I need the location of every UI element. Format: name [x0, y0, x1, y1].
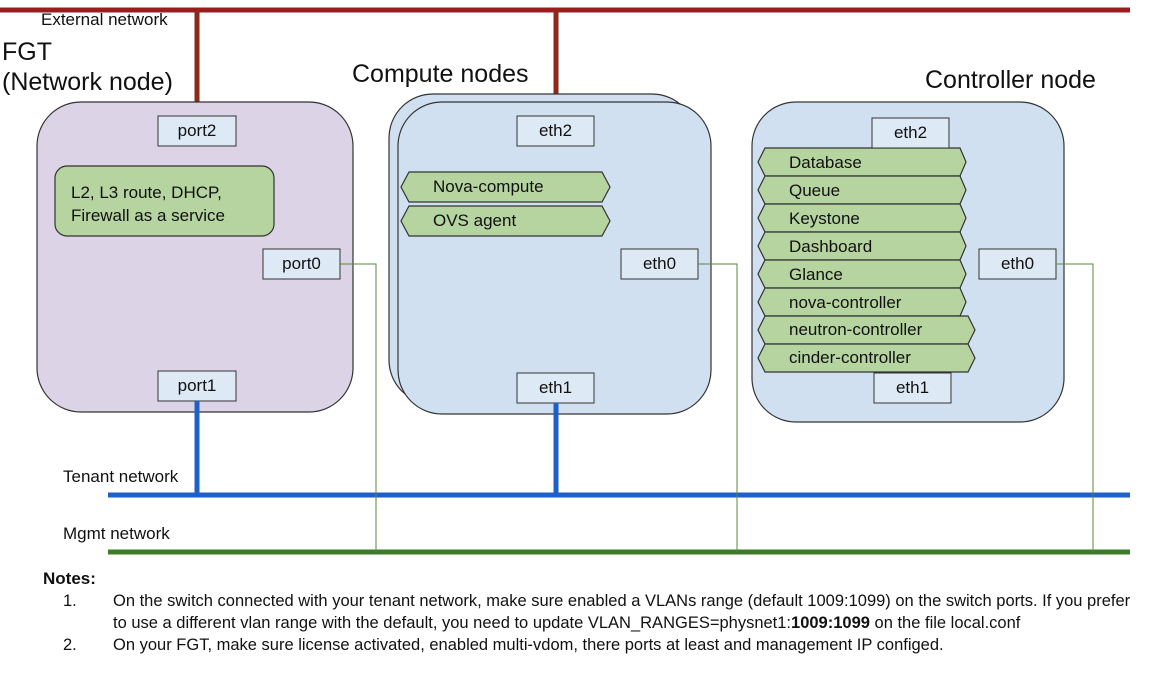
- service-label-glance: Glance: [789, 265, 843, 284]
- service-label-queue: Queue: [789, 181, 841, 200]
- fgt-service-box: [54, 165, 275, 237]
- service-tag-nova-compute: [400, 171, 611, 203]
- note-item-2: 2. On your FGT, make sure license activa…: [43, 634, 1143, 656]
- fgt-service-line2: Firewall as a service: [71, 206, 225, 225]
- fgt-service-text: L2, L3 route, DHCP, Firewall as a servic…: [71, 181, 225, 227]
- service-label-keystone: Keystone: [789, 209, 860, 228]
- controller-eth1-box: [873, 372, 952, 404]
- fgt-title: FGT (Network node): [2, 37, 173, 97]
- note-text-1-after: on the file local.conf: [869, 614, 1021, 632]
- controller-mgmt-link: [1056, 263, 1094, 552]
- fgt-mgmt-link: [340, 263, 377, 552]
- compute-eth2-label: eth2: [538, 121, 573, 140]
- compute-eth0-box: [620, 248, 699, 280]
- fgt-title-line2: (Network node): [2, 68, 173, 96]
- service-label-neutron-controller: neutron-controller: [789, 320, 923, 339]
- controller-title: Controller node: [925, 66, 1096, 94]
- service-label-ovs-agent: OVS agent: [433, 211, 517, 230]
- notes-section: Notes: 1. On the switch connected with y…: [43, 568, 1143, 656]
- fgt-title-line1: FGT: [2, 38, 52, 66]
- fgt-port0-label: port0: [282, 254, 321, 273]
- service-label-dashboard: Dashboard: [789, 237, 873, 256]
- service-label-cinder-controller: cinder-controller: [789, 348, 911, 367]
- controller-eth0-label: eth0: [1000, 254, 1035, 273]
- compute-mgmt-link: [698, 263, 738, 552]
- fgt-service-line1: L2, L3 route, DHCP,: [71, 183, 222, 202]
- note-text-1-before: On the switch connected with your tenant…: [113, 592, 1131, 632]
- compute-eth1-box: [516, 372, 595, 404]
- controller-eth2-label: eth2: [893, 123, 928, 142]
- controller-eth1-label: eth1: [895, 378, 930, 397]
- fgt-port0-box: [262, 248, 341, 280]
- note-text-2: On your FGT, make sure license activated…: [113, 636, 944, 654]
- compute-eth1-label: eth1: [538, 378, 573, 397]
- mgmt-network-label: Mgmt network: [63, 524, 170, 543]
- service-label-database: Database: [789, 153, 862, 172]
- service-tag-cinder-controller: [757, 343, 976, 373]
- network-diagram: [0, 7, 1130, 555]
- notes-title: Notes:: [43, 569, 96, 588]
- service-label-nova-compute: Nova-compute: [433, 177, 544, 196]
- controller-eth2-box: [871, 117, 950, 149]
- service-tag-ovs-agent: [400, 205, 611, 237]
- tenant-network-label: Tenant network: [63, 467, 179, 486]
- fgt-port2-label: port2: [177, 121, 217, 140]
- note-item-1: 1. On the switch connected with your ten…: [43, 590, 1143, 634]
- compute-title: Compute nodes: [352, 60, 529, 88]
- fgt-port1-label: port1: [177, 376, 217, 395]
- service-label-nova-controller: nova-controller: [789, 293, 902, 312]
- compute-eth0-label: eth0: [642, 254, 677, 273]
- controller-eth0-box: [978, 248, 1057, 280]
- note-number-2: 2.: [63, 636, 77, 654]
- note-number-1: 1.: [63, 592, 77, 610]
- compute-eth2-box: [516, 115, 595, 147]
- external-network-label: External network: [41, 10, 168, 29]
- note-text-1-bold: 1009:1099: [791, 614, 870, 632]
- fgt-port2-box: [157, 115, 237, 147]
